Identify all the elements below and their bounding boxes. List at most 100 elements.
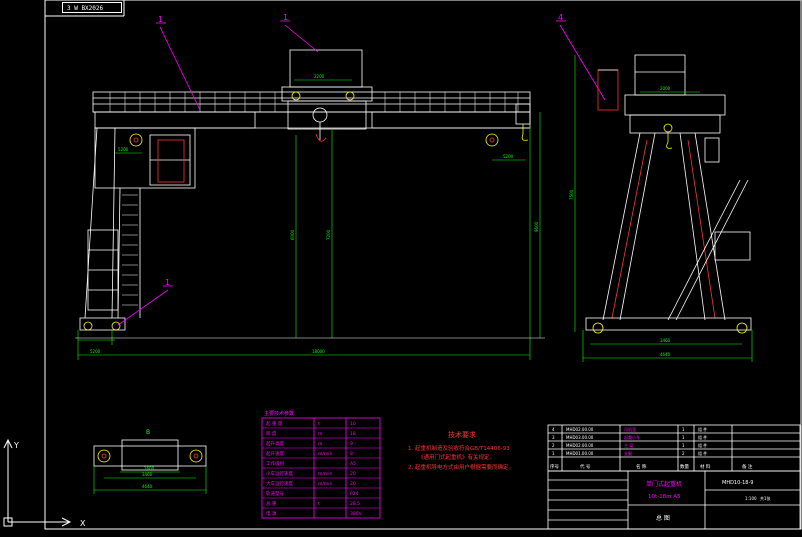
bom-header-cell: 材 料 — [700, 463, 711, 470]
side-leg-right — [694, 132, 726, 321]
left-base-beam — [79, 317, 126, 331]
param-cell: 20 — [350, 481, 356, 487]
front-view — [79, 49, 531, 331]
bom-cell: 组 件 — [698, 434, 707, 440]
dim-side-base-b: 4640 — [660, 352, 671, 357]
bom-cell: 4 — [552, 427, 555, 432]
bom-cell: 2 — [682, 451, 685, 456]
param-cell: m — [318, 442, 322, 447]
param-cell: 10 — [350, 421, 356, 427]
param-cell: 起升高度 — [266, 440, 284, 447]
leader-label-side: 4 — [558, 13, 563, 22]
leader-label-leg: 1 — [165, 278, 170, 287]
param-cell: 电 源 — [266, 510, 277, 517]
ucs-axis-icon — [3, 438, 72, 527]
ucs-y-label: Y — [13, 441, 19, 450]
title-drawing-no: MHD10-18-9 — [722, 480, 753, 486]
bom-cell: 司机室 — [624, 426, 636, 432]
wheel-left-2 — [111, 321, 121, 331]
param-cell: 18 — [350, 431, 356, 437]
hook-icon — [315, 133, 327, 142]
hoist-right-icon — [485, 133, 499, 147]
bom-cell: MHD01.00.00 — [566, 451, 594, 456]
param-cell: 20 — [350, 471, 356, 477]
dim-height-a: 6000 — [290, 229, 295, 240]
side-leg-left — [602, 132, 641, 321]
title-name-line-1: 单门式起重机 — [646, 480, 682, 488]
dim-base-left: 5200 — [90, 349, 101, 354]
bom-cell: 2 — [552, 443, 555, 448]
bom-cell: 组 件 — [698, 426, 707, 432]
tech-note-line-3: 2. 起重机导电方式由用户根据需要而确定。 — [408, 463, 514, 471]
title-sheet: 共1张 — [760, 495, 771, 501]
detail-dimensions — [93, 466, 207, 494]
dim-bottom-c: 4640 — [142, 484, 153, 489]
param-cell: P24 — [350, 491, 359, 497]
side-base-beam — [585, 317, 752, 331]
detail-label: B — [146, 429, 150, 436]
bom-cell: 组 件 — [698, 442, 707, 448]
hoist-left-icon — [129, 133, 143, 147]
trolley-box — [289, 49, 363, 88]
dim-span-total: 18000 — [312, 349, 325, 354]
param-cell: 380V — [350, 511, 363, 517]
param-table-title: 主要技术参数 — [264, 410, 294, 417]
front-dimensions — [77, 79, 541, 360]
title-scale: 1:100 — [745, 496, 757, 501]
param-cell: m/min — [318, 481, 333, 487]
bom-cell: 支腿 — [624, 450, 632, 456]
drawing-frame — [44, 0, 802, 530]
param-cell: 总 重 — [266, 500, 277, 507]
bom-header-cell: 备 注 — [742, 463, 753, 470]
leader-lines — [117, 20, 606, 326]
bom-cell: 主 梁 — [624, 442, 633, 448]
wheel-left-1 — [83, 321, 93, 331]
side-dimensions — [574, 55, 753, 362]
bom-cell: MHD03.00.00 — [566, 435, 594, 440]
trolley-wheel-right — [345, 91, 355, 101]
cab — [157, 139, 185, 183]
param-cell: 工作级别 — [266, 460, 284, 467]
dim-height-c: 9600 — [534, 221, 539, 232]
bom-cell: 3 — [552, 435, 555, 440]
param-cell: m/min — [318, 471, 333, 477]
param-cell: 小车运行速度 — [266, 470, 293, 477]
title-block — [547, 470, 801, 530]
leader-label-main: 1 — [158, 15, 163, 24]
bom-cell: 1 — [552, 451, 555, 456]
param-cell: m — [318, 432, 322, 437]
girder-railing — [109, 92, 519, 112]
bom-header-cell: 代 号 — [580, 463, 591, 470]
title-view: 总 图 — [656, 514, 670, 522]
main-girder — [92, 91, 531, 113]
bom-header-cell: 数量 — [680, 463, 689, 470]
bom-header-cell: 名 称 — [636, 463, 647, 470]
ucs-x-label: X — [80, 519, 86, 528]
detail-view — [93, 439, 207, 471]
side-wheel-left — [592, 322, 604, 334]
hook-right-icon — [521, 124, 529, 141]
bom-header-cell: 序号 — [550, 463, 559, 470]
param-cell: 起升速度 — [266, 450, 284, 457]
bom-cell: MHD02.00.00 — [566, 443, 594, 448]
header-tag: 3 W BX2026 — [62, 2, 122, 13]
bom-cell: 1 — [682, 427, 685, 432]
param-cell: t — [318, 501, 320, 507]
dim-side-base-a: 3460 — [660, 338, 671, 343]
tech-notes-title: 技术要求 — [448, 430, 476, 439]
param-cell: m/min — [318, 451, 333, 457]
dim-side-height: 7500 — [569, 189, 574, 200]
param-cell: 28.5 — [350, 501, 360, 507]
hook-block — [312, 107, 328, 123]
bom-cell: MHD02.00.00 — [566, 427, 594, 432]
side-cab — [597, 69, 619, 111]
bom-cell: 1 — [682, 435, 685, 440]
dim-left-cantilever: 5200 — [118, 147, 129, 152]
side-hook-icon — [666, 132, 673, 149]
leader-label-trolley: 1 — [283, 13, 288, 22]
trolley-wheel-left — [291, 91, 301, 101]
dim-side-gauge: 2000 — [660, 86, 671, 91]
detail-wheel-left — [97, 449, 111, 463]
side-view — [585, 54, 752, 334]
